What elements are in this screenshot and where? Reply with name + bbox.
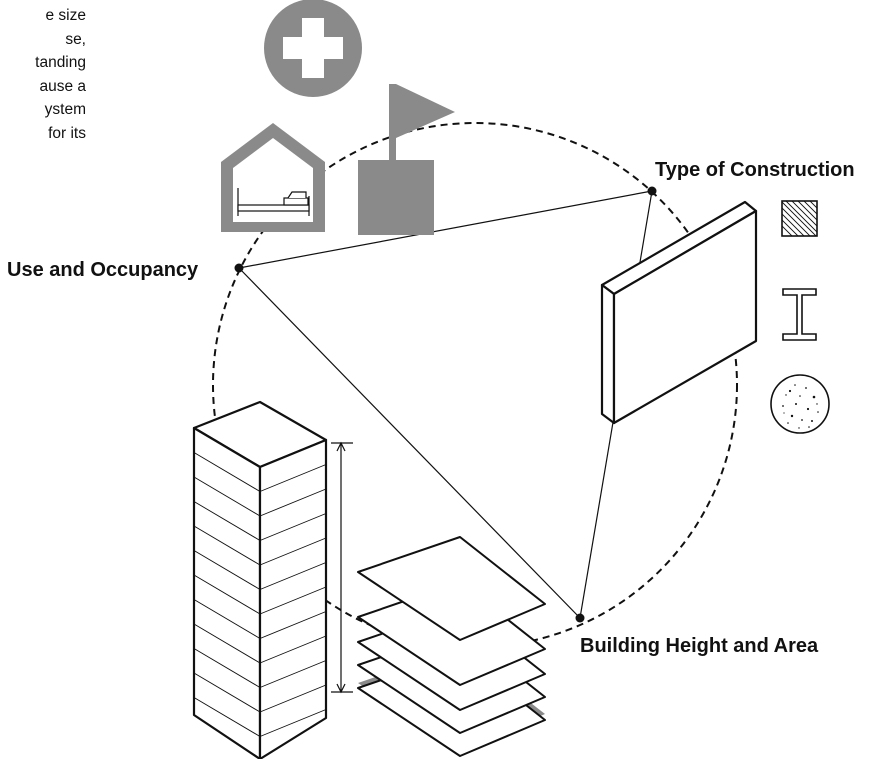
label-type-of-construction: Type of Construction (655, 159, 855, 181)
edge-use-construction (238, 190, 653, 269)
floor-line (259, 611, 327, 639)
floor-line (259, 635, 327, 664)
floor-line (259, 709, 327, 737)
floor-line (259, 488, 327, 517)
floor-line (259, 537, 327, 566)
hospital-cross-icon (264, 0, 362, 97)
floor-line (259, 660, 327, 688)
floor-line (259, 513, 327, 541)
node-use-and-occupancy (234, 263, 244, 273)
body-text-line: e size (45, 7, 87, 24)
concrete-material-icon (770, 374, 830, 434)
body-text-line: ause a (39, 77, 86, 95)
floor-line (193, 525, 261, 566)
floor-line (193, 697, 261, 737)
floor-plate (357, 536, 546, 641)
edge-use-height (238, 267, 581, 619)
floor-line (259, 586, 327, 615)
house-with-bed-icon (221, 123, 325, 232)
floor-line (193, 476, 261, 517)
body-text-line: ystem (44, 101, 86, 118)
label-use-and-occupancy: Use and Occupancy (7, 259, 199, 281)
node-building-height-and-area (575, 613, 585, 623)
steel-i-beam-icon (782, 288, 817, 341)
floor-line (193, 648, 261, 688)
floor-line (259, 684, 327, 713)
floor-line (193, 672, 261, 713)
flag-on-block-icon (358, 84, 455, 235)
body-text-line: for its (48, 124, 86, 142)
stacked-floor-plates-icon (357, 536, 546, 757)
wood-grain-material-icon (781, 200, 818, 237)
floor-line (193, 452, 261, 492)
body-text-fragment: e size se, tanding ause a ystem for its (0, 4, 86, 145)
label-building-height-and-area: Building Height and Area (580, 635, 819, 657)
floor-line (193, 574, 261, 615)
wall-panel-icon (600, 200, 758, 425)
node-type-of-construction (647, 186, 657, 196)
floor-line (193, 599, 261, 639)
body-text-line: se, (65, 30, 86, 48)
floor-line (259, 562, 327, 590)
height-dimension-line (331, 441, 353, 694)
floor-line (193, 550, 261, 590)
body-text-line: tanding (35, 54, 86, 71)
high-rise-building-icon (192, 400, 328, 759)
floor-line (193, 623, 261, 664)
floor-line (259, 464, 327, 492)
floor-line (193, 501, 261, 541)
